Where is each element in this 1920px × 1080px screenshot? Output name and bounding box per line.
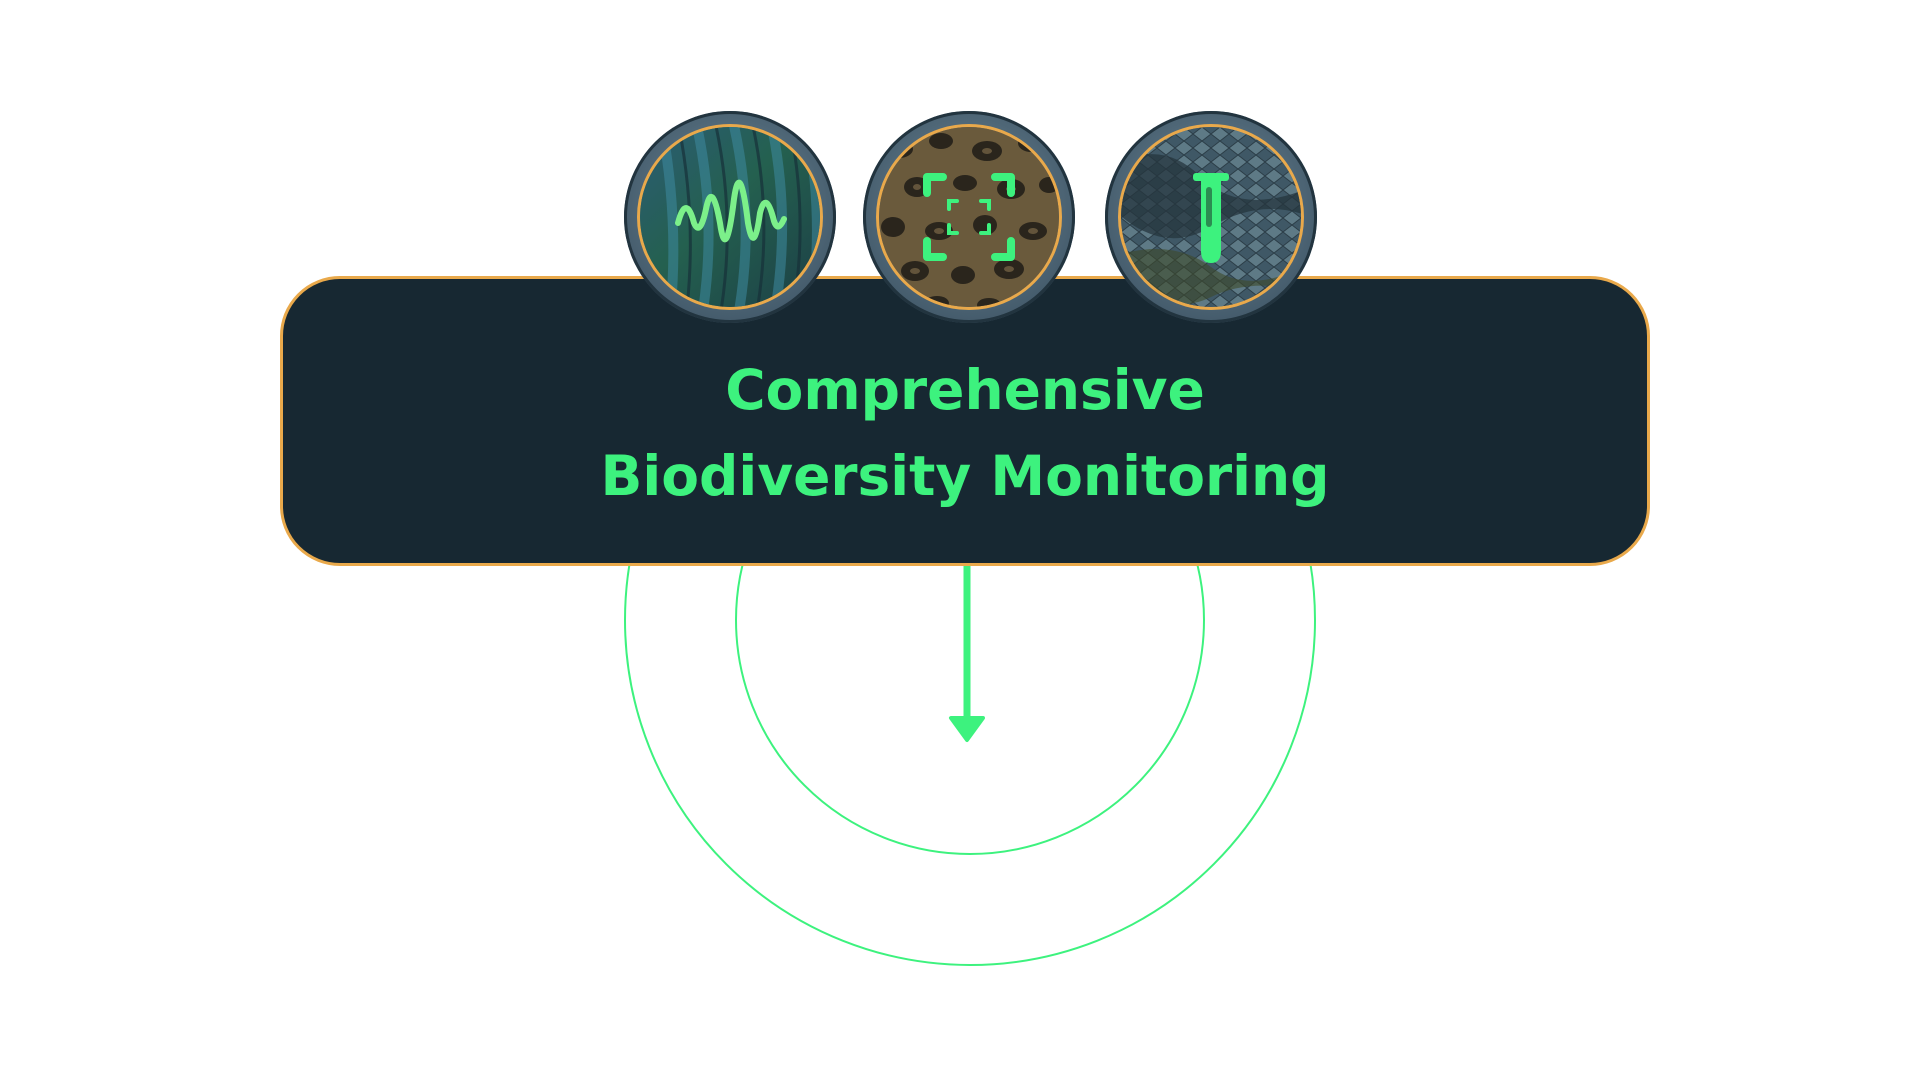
feather-texture bbox=[637, 124, 823, 310]
down-arrow bbox=[949, 562, 985, 742]
camera-badge bbox=[863, 111, 1075, 323]
sound-wave-icon bbox=[675, 179, 787, 243]
banner-title-line-2: Biodiversity Monitoring bbox=[600, 444, 1330, 508]
sound-badge bbox=[624, 111, 836, 323]
leopard-texture bbox=[876, 124, 1062, 310]
test-tube-icon bbox=[1193, 173, 1229, 263]
title-banner: Comprehensive Biodiversity Monitoring bbox=[280, 276, 1650, 566]
dna-sample-badge bbox=[1105, 111, 1317, 323]
banner-title-line-1: Comprehensive bbox=[725, 358, 1205, 422]
banner-title: Comprehensive Biodiversity Monitoring bbox=[283, 347, 1647, 519]
snake-skin-texture bbox=[1118, 124, 1304, 310]
focus-frame-icon bbox=[923, 173, 1015, 261]
